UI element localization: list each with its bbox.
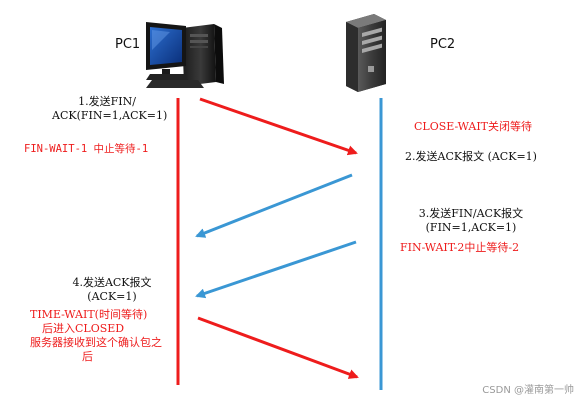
step3-label: 3.发送FIN/ACK报文 (FIN=1,ACK=1) [405,207,537,235]
server-icon [346,14,386,92]
state-time-wait-line4: 后 [82,350,93,363]
state-time-wait: TIME-WAIT(时间等待) 后进入CLOSED 服务器接收到这个确认包之 后 [30,308,180,364]
state-fin-wait-2: FIN-WAIT-2中止等待-2 [400,241,520,254]
pc1-label: PC1 [115,37,141,52]
step4-line2: (ACK=1) [87,290,137,303]
step3-line1: 3.发送FIN/ACK报文 [418,207,524,220]
step2-label: 2.发送ACK报文 (ACK=1) [405,150,537,163]
step1-line1: 1.发送FIN/ [78,95,136,108]
state-time-wait-line2: 后进入CLOSED [42,322,125,335]
step4-line1: 4.发送ACK报文 [72,276,152,289]
state-time-wait-line1: TIME-WAIT(时间等待) [30,308,148,321]
pc2-label: PC2 [430,37,456,52]
step3-line2: (FIN=1,ACK=1) [425,221,517,234]
watermark: CSDN @灌南第一帅 [482,385,574,396]
arrow-step3-fin-ack [195,240,357,299]
desktop-computer-icon [146,22,224,88]
state-fin-wait-1: FIN-WAIT-1 中止等待-1 [24,143,149,155]
arrow-step4-ack [197,316,359,379]
arrow-step2-ack [195,173,353,238]
step1-line2: ACK(FIN=1,ACK=1) [52,109,168,122]
arrow-step1-fin-ack [199,97,358,156]
state-time-wait-line3: 服务器接收到这个确认包之 [30,336,162,349]
state-close-wait: CLOSE-WAIT关闭等待 [414,120,533,133]
step4-label: 4.发送ACK报文 (ACK=1) [62,276,162,304]
step1-label: 1.发送FIN/ ACK(FIN=1,ACK=1) [52,95,168,123]
